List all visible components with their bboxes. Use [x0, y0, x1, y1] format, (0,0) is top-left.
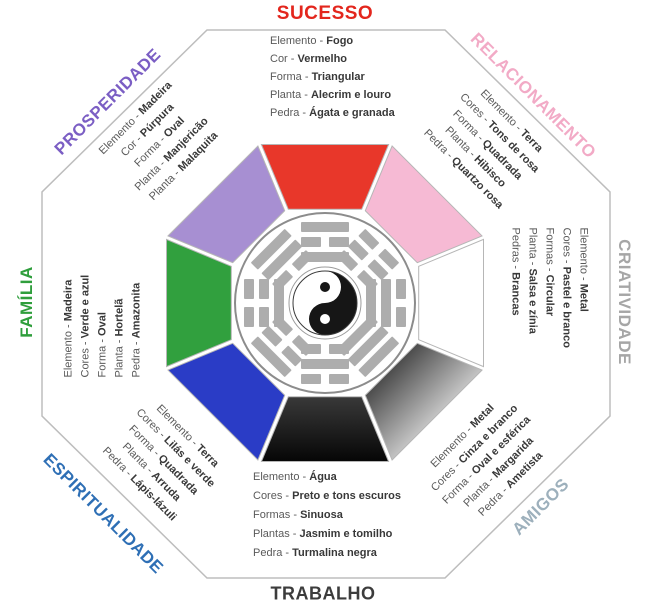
attribute-value: Oval	[96, 312, 109, 336]
segment-criatividade	[418, 238, 484, 368]
attribute-value: Pastel e branco	[560, 266, 573, 348]
attribute-line: Cores - Pastel e branco	[558, 228, 575, 378]
attribute-label: Formas -	[543, 227, 556, 275]
section-title-criatividade: CRIATIVIDADE	[615, 239, 634, 365]
trigram-xun-icon	[251, 229, 313, 291]
yin-yang-icon	[288, 266, 362, 340]
attribute-label: Forma -	[270, 71, 312, 83]
attribute-label: Formas -	[253, 509, 301, 521]
attribute-value: Triangular	[311, 71, 365, 83]
attribute-value: Salsa e zínia	[526, 268, 539, 334]
attribute-line: Planta - Alecrim e louro	[270, 86, 395, 104]
trigram-dui-icon	[366, 279, 406, 327]
attribute-label: Cor -	[270, 53, 298, 65]
attribute-label: Cores -	[253, 490, 293, 502]
attribute-label: Planta -	[113, 336, 126, 378]
section-title-sucesso: SUCESSO	[276, 3, 374, 24]
attribute-value: Fogo	[326, 35, 354, 47]
attribute-line: Formas - Sinuosa	[253, 506, 401, 525]
attribute-line: Pedra - Amazonita	[129, 228, 146, 378]
segment-espiritualidade	[167, 342, 286, 461]
attribute-label: Elemento -	[253, 471, 310, 483]
attribute-line: Pedras - Brancas	[507, 228, 524, 378]
segment-familia	[166, 238, 232, 368]
segment-sucesso	[260, 144, 390, 210]
attribute-value: Hortelã	[113, 298, 126, 337]
attribute-line: Forma - Triangular	[270, 68, 395, 86]
attribute-label: Elemento -	[270, 35, 327, 47]
attribute-line: Elemento - Água	[253, 468, 401, 487]
attribute-line: Planta - Hortelã	[112, 228, 129, 378]
attribute-value: Turmalina negra	[292, 547, 377, 559]
attribute-label: Cores -	[79, 338, 92, 378]
attribute-line: Elemento - Metal	[575, 228, 592, 378]
attribute-value: Jasmim e tomilho	[299, 528, 393, 540]
attribute-label: Pedra -	[253, 547, 293, 559]
attribute-value: Ágata e granada	[309, 107, 395, 119]
section-title-trabalho: TRABALHO	[270, 583, 376, 604]
trigram-li-icon	[301, 222, 349, 262]
attribute-line: Elemento - Madeira	[61, 228, 78, 378]
attribute-line: Elemento - Fogo	[270, 32, 395, 50]
attribute-value: Madeira	[62, 279, 75, 322]
attribute-line: Pedra - Turmalina negra	[253, 544, 401, 563]
attribute-value: Verde e azul	[79, 274, 92, 339]
attribute-line: Cor - Vermelho	[270, 50, 395, 68]
trigram-zhen-icon	[244, 279, 284, 327]
segment-relacionamento	[364, 145, 483, 264]
attribute-label: Plantas -	[253, 528, 300, 540]
segment-trabalho	[260, 396, 390, 462]
section-title-familia: FAMÍLIA	[17, 266, 36, 338]
attribute-label: Pedras -	[509, 227, 522, 273]
segment-prosperidade	[167, 145, 286, 264]
attribute-line: Pedra - Ágata e granada	[270, 104, 395, 122]
attribute-value: Sinuosa	[300, 509, 343, 521]
attribute-value: Vermelho	[297, 53, 348, 65]
attribute-line: Cores - Preto e tons escuros	[253, 487, 401, 506]
attribute-value: Alecrim e louro	[310, 89, 392, 101]
attribute-value: Brancas	[509, 272, 522, 316]
attribute-label: Pedra -	[130, 338, 143, 378]
attribute-line: Formas - Circular	[541, 228, 558, 378]
trigram-kan-icon	[301, 344, 349, 384]
attribute-label: Planta -	[526, 227, 539, 269]
attribute-label: Elemento -	[577, 227, 590, 284]
attribute-line: Forma - Oval	[95, 228, 112, 378]
attribute-label: Forma -	[96, 335, 109, 378]
attribute-value: Circular	[543, 274, 556, 317]
attribute-label: Planta -	[270, 89, 311, 101]
segment-amigos	[364, 342, 483, 461]
attribute-label: Elemento -	[62, 321, 75, 378]
attribute-value: Preto e tons escuros	[292, 490, 401, 502]
attribute-label: Cores -	[560, 227, 573, 267]
attribute-line: Plantas - Jasmim e tomilho	[253, 525, 401, 544]
attribute-label: Pedra -	[270, 107, 310, 119]
attribute-line: Planta - Salsa e zínia	[524, 228, 541, 378]
attribute-line: Cores - Verde e azul	[78, 228, 95, 378]
attribute-value: Água	[309, 471, 337, 483]
attribute-value: Amazonita	[130, 282, 143, 339]
outer-octagon	[41, 29, 611, 579]
attribute-value: Metal	[577, 283, 590, 312]
